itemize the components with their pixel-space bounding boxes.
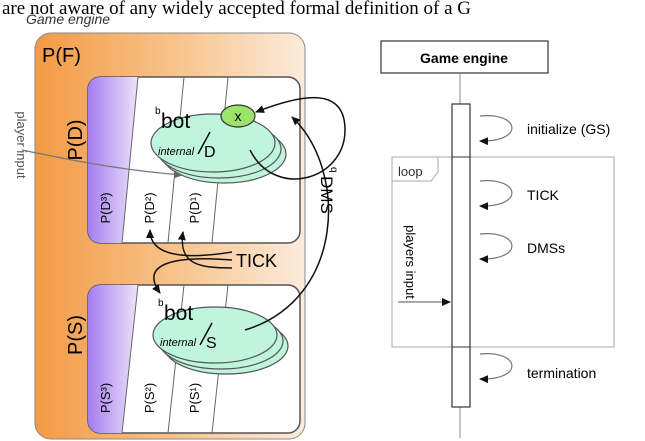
tick-arrow-up-2	[177, 231, 233, 269]
player-input-arrow	[21, 149, 183, 179]
ge-title: Game engine	[420, 50, 508, 66]
termination-arrow	[479, 353, 513, 384]
pd1-label: P(D¹)	[187, 192, 202, 223]
tick-arrow-right	[479, 180, 513, 211]
ge-title-box	[380, 40, 549, 74]
loop-tab	[391, 156, 439, 182]
bot-s-sup: b	[158, 298, 164, 309]
bot-s-slash	[199, 322, 213, 346]
loop-frame	[391, 156, 615, 348]
bot-d-slash	[197, 131, 211, 155]
pf-label: P(F)	[42, 45, 81, 67]
bot-s-letter: S	[206, 335, 217, 352]
activation-bar	[451, 103, 471, 408]
loop-label: loop	[398, 164, 423, 179]
initialize-arrow	[479, 115, 513, 146]
bot-d-layer-1	[150, 113, 276, 173]
tick-arrow-down	[152, 258, 233, 294]
x-state-icon	[220, 104, 256, 128]
bot-d-sup: b	[155, 106, 161, 117]
bot-d-self-loop	[249, 97, 346, 180]
left-caption: Game engine	[26, 11, 110, 27]
tick-label-left: TICK	[236, 251, 277, 271]
dms-arrow	[244, 116, 330, 331]
bot-s-layer-1	[152, 306, 278, 364]
ps3-label: P(S³)	[98, 383, 113, 413]
bot-d-stack: x b bot internal D	[150, 104, 287, 184]
ps1-label: P(S¹)	[187, 383, 202, 413]
tick-label-right: TICK	[527, 187, 560, 203]
bot-s-main: bot	[164, 302, 193, 325]
pd2-label: P(D²)	[142, 192, 157, 223]
ps-block-label: P(S)	[65, 315, 87, 355]
sequence-diagram: Game engine loop initialize (GS) TICK DM…	[380, 40, 615, 438]
ps-divider-1	[121, 284, 139, 434]
player-input-label: player input	[14, 111, 29, 179]
pd3-label: P(D³)	[98, 192, 113, 223]
dms-label: DMS	[317, 176, 336, 214]
dms-label-group: DMS q	[317, 167, 339, 214]
players-input-label: players input	[403, 225, 418, 299]
bot-d-main: bot	[161, 110, 190, 133]
dmss-label: DMSs	[527, 240, 565, 256]
pd-block-label: P(D)	[65, 119, 87, 160]
top-clipped-text: are not aware of any widely accepted for…	[2, 0, 471, 19]
bot-d-internal: internal	[158, 146, 195, 158]
initialize-label: initialize (GS)	[527, 121, 610, 137]
ps2-label: P(S²)	[142, 383, 157, 413]
dmss-arrow	[479, 233, 513, 264]
termination-label: termination	[527, 365, 596, 381]
tick-arrow-up-1	[146, 229, 233, 257]
bot-d-letter: D	[204, 144, 216, 161]
dms-sup: q	[328, 167, 339, 173]
bot-s-internal: internal	[160, 337, 197, 349]
left-diagram: Game engine P(F) P(D) P(D³) P(D²) P(D¹) …	[14, 11, 346, 440]
pd-divider-1	[121, 76, 139, 244]
x-state-label: x	[235, 108, 242, 124]
